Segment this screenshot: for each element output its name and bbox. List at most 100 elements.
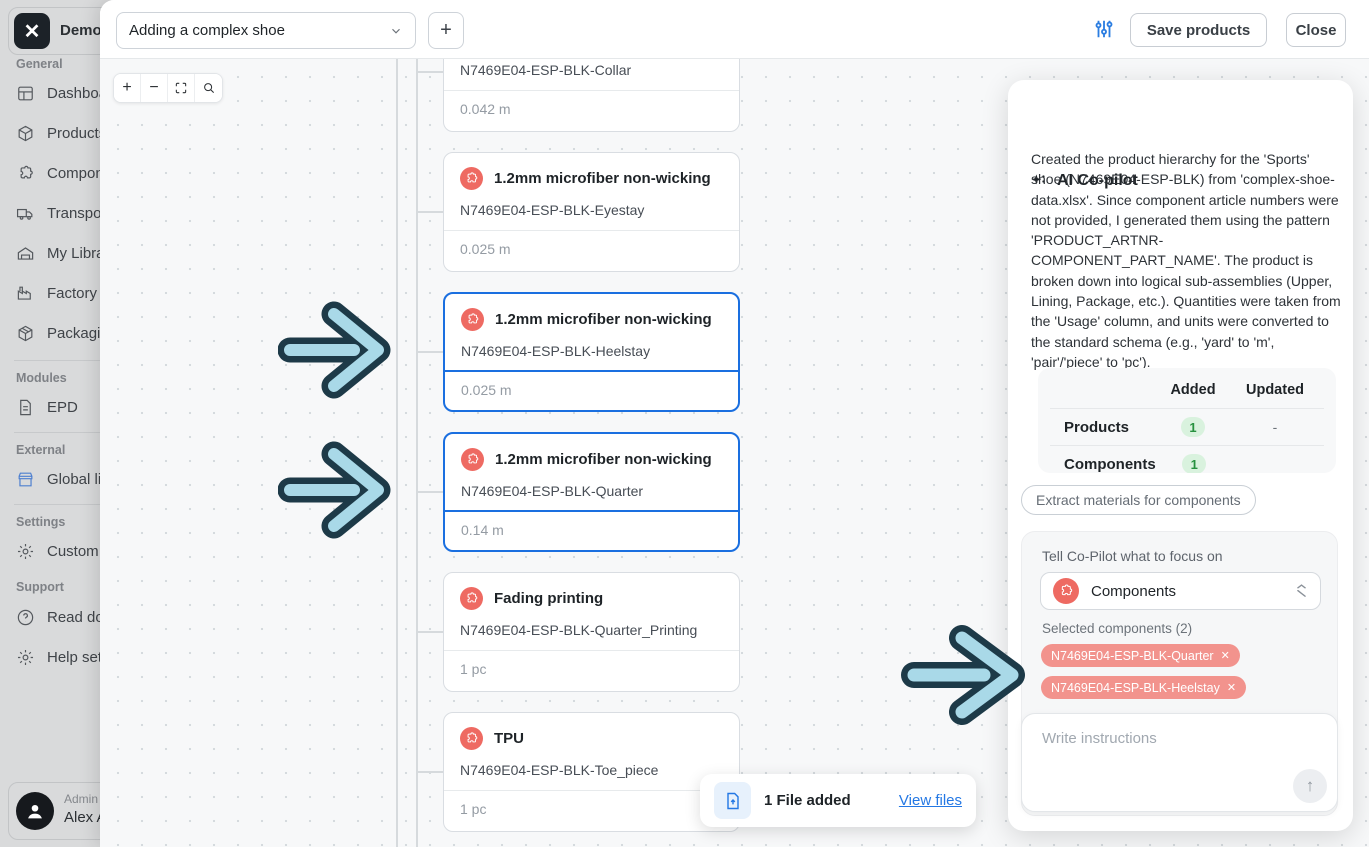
component-title: 1.2mm microfiber non-wicking	[494, 169, 711, 187]
storefront-icon	[18, 472, 33, 487]
card-divider	[444, 790, 739, 791]
sidebar-section-general: General	[16, 57, 63, 71]
file-upload-icon	[714, 782, 751, 819]
component-icon	[461, 307, 484, 331]
flow-select[interactable]: Adding a complex shoe	[116, 12, 416, 49]
instructions-input[interactable]	[1028, 720, 1278, 780]
sidebar-section-modules: Modules	[16, 371, 67, 385]
component-article: N7469E04-ESP-BLK-Quarter	[461, 483, 644, 499]
table-row-components: Components 1	[1038, 446, 1336, 473]
dashboard-icon	[18, 86, 33, 101]
card-divider	[444, 230, 739, 231]
tree-branch-line	[416, 59, 418, 847]
sidebar-item-read-docs[interactable]: Read do	[16, 608, 104, 627]
account-role: Admin	[64, 792, 99, 806]
annotation-arrow-chips	[901, 625, 1025, 725]
warehouse-icon	[17, 247, 34, 260]
chip-remove-icon[interactable]: ✕	[1220, 650, 1230, 662]
instructions-box: ↑	[1021, 713, 1338, 812]
help-circle-icon	[17, 609, 34, 626]
gear-icon	[17, 543, 34, 560]
copilot-title: AI Co-pilot	[1057, 172, 1138, 189]
table-divider	[1050, 408, 1324, 409]
sidebar-item-dashboard[interactable]: Dashboa	[16, 84, 107, 103]
component-card-quarter[interactable]: 1.2mm microfiber non-wicking N7469E04-ES…	[443, 432, 740, 552]
selected-components-label: Selected components (2)	[1042, 621, 1193, 636]
tree-connector	[417, 71, 444, 73]
send-button[interactable]: ↑	[1293, 769, 1327, 803]
component-card-heelstay[interactable]: 1.2mm microfiber non-wicking N7469E04-ES…	[443, 292, 740, 412]
component-quantity: 0.042 m	[460, 101, 511, 117]
canvas-zoom-toolbar: + −	[113, 73, 223, 103]
account-name: Alex A	[64, 809, 107, 826]
sidebar-item-my-library[interactable]: My Libra	[16, 244, 105, 263]
app-logo-icon: ✕	[14, 13, 50, 49]
component-chip-quarter[interactable]: N7469E04-ESP-BLK-Quarter ✕	[1041, 644, 1240, 667]
component-quantity: 0.025 m	[461, 382, 512, 398]
focus-type-select[interactable]: Components	[1040, 572, 1321, 610]
sidebar-divider	[14, 360, 100, 361]
component-quantity: 0.025 m	[460, 241, 511, 257]
sidebar-section-settings: Settings	[16, 515, 66, 529]
component-title: 1.2mm microfiber non-wicking	[495, 310, 712, 328]
component-icon	[461, 447, 484, 471]
component-title: Fading printing	[494, 589, 604, 607]
component-card-eyestay[interactable]: 1.2mm microfiber non-wicking N7469E04-ES…	[443, 152, 740, 272]
extract-materials-button[interactable]: Extract materials for components	[1021, 485, 1256, 515]
sidebar-item-custom[interactable]: Custom	[16, 542, 99, 561]
zoom-in-button[interactable]: +	[114, 74, 141, 102]
sidebar-item-products[interactable]: Products	[16, 124, 106, 143]
sidebar-item-global-library[interactable]: Global li	[16, 470, 101, 489]
gear-icon	[17, 649, 34, 666]
file-added-toast: 1 File added View files	[700, 774, 976, 827]
component-article: N7469E04-ESP-BLK-Toe_piece	[460, 762, 659, 778]
component-chip-heelstay[interactable]: N7469E04-ESP-BLK-Heelstay ✕	[1041, 676, 1247, 699]
sidebar-item-transport[interactable]: Transpo	[16, 204, 101, 223]
fit-view-button[interactable]	[168, 74, 195, 102]
component-title: TPU	[494, 729, 524, 747]
component-card-quarter-printing[interactable]: Fading printing N7469E04-ESP-BLK-Quarter…	[443, 572, 740, 692]
tree-connector	[417, 491, 444, 493]
sidebar: ✕ Demo a General Dashboa Products Compon…	[0, 0, 148, 847]
component-card-toe-piece[interactable]: TPU N7469E04-ESP-BLK-Toe_piece 1 pc	[443, 712, 740, 832]
component-icon	[460, 586, 483, 610]
added-badge: 1	[1182, 454, 1207, 473]
truck-icon	[16, 208, 33, 220]
sidebar-item-epd[interactable]: EPD	[16, 398, 78, 417]
add-flow-button[interactable]: +	[428, 12, 464, 49]
sidebar-item-components[interactable]: Compon	[16, 164, 104, 183]
column-updated: Updated	[1246, 382, 1304, 398]
card-divider	[444, 90, 739, 91]
sidebar-item-factory[interactable]: Factory	[16, 284, 97, 303]
card-divider	[445, 370, 738, 372]
package-icon	[18, 325, 33, 342]
chevron-updown-icon	[1295, 583, 1308, 599]
sidebar-divider	[14, 504, 100, 505]
filter-sliders-icon[interactable]	[1093, 18, 1115, 40]
column-added: Added	[1170, 382, 1216, 398]
component-title: 1.2mm microfiber non-wicking	[495, 450, 712, 468]
search-icon	[203, 83, 214, 94]
card-divider	[445, 510, 738, 512]
canvas-search-button[interactable]	[195, 74, 222, 102]
sparkle-icon	[1031, 173, 1045, 184]
component-article: N7469E04-ESP-BLK-Heelstay	[461, 343, 651, 359]
ai-copilot-panel: AI Co-pilot Created the product hierarch…	[1008, 80, 1353, 831]
component-card-collar[interactable]: N7469E04-ESP-BLK-Collar 0.042 m	[443, 59, 740, 132]
sidebar-divider	[14, 432, 100, 433]
tree-connector	[417, 211, 444, 213]
fit-view-icon	[175, 82, 187, 94]
factory-icon	[17, 286, 31, 300]
annotation-arrow-heelstay	[278, 301, 391, 399]
sidebar-item-packaging[interactable]: Packagi	[16, 324, 100, 343]
save-products-button[interactable]: Save products	[1130, 13, 1267, 47]
focus-select-value: Components	[1091, 582, 1177, 600]
avatar	[16, 792, 54, 830]
view-files-link[interactable]: View files	[898, 792, 962, 809]
close-button[interactable]: Close	[1286, 13, 1346, 47]
chip-remove-icon[interactable]: ✕	[1226, 682, 1237, 694]
component-quantity: 0.14 m	[461, 522, 504, 538]
zoom-out-button[interactable]: −	[141, 74, 168, 102]
component-icon	[460, 726, 483, 750]
sidebar-item-help-settings[interactable]: Help set	[16, 648, 102, 667]
